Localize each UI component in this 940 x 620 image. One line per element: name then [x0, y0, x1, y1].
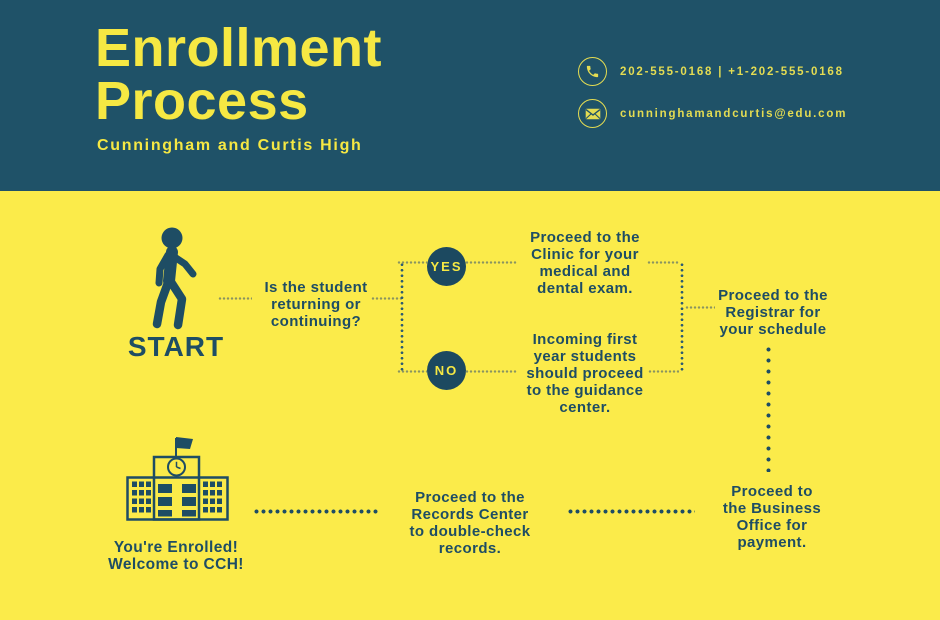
yes-label: YES [430, 259, 463, 274]
connector-clinic-merge [647, 261, 679, 264]
connector-no-guidance [465, 370, 517, 373]
business-step-text: Proceed to the Business Office for payme… [722, 483, 822, 551]
question-text: Is the student returning or continuing? [264, 279, 368, 330]
clinic-step-text: Proceed to the Clinic for your medical a… [530, 229, 640, 297]
phone-number: 202-555-0168 | +1-202-555-0168 [620, 65, 844, 78]
no-badge: NO [427, 351, 466, 390]
enrolled-label: You're Enrolled! Welcome to CCH! [108, 539, 244, 573]
connector-to-no [397, 370, 427, 373]
walking-person-icon [142, 227, 200, 330]
connector-registrar-business [766, 344, 771, 472]
phone-icon [578, 57, 607, 86]
records-step-text: Proceed to the Records Center to double-… [409, 489, 531, 557]
email-address: cunninghamandcurtis@edu.com [620, 107, 848, 120]
connector-records-enrolled [253, 509, 380, 514]
school-building-icon [126, 436, 229, 521]
envelope-icon [578, 99, 607, 128]
guidance-step-text: Incoming first year students should proc… [526, 331, 644, 416]
connector-yes-clinic [465, 261, 517, 264]
start-label: START [127, 331, 225, 362]
connector-question-branch [371, 297, 402, 300]
registrar-step-text: Proceed to the Registrar for your schedu… [718, 287, 828, 338]
yes-badge: YES [427, 247, 466, 286]
connector-start-question [218, 297, 252, 300]
phone-row: 202-555-0168 | +1-202-555-0168 [578, 57, 844, 86]
connector-guidance-merge [648, 370, 679, 373]
no-label: NO [434, 363, 459, 378]
connector-branch-vertical-left [400, 262, 404, 373]
connector-to-yes [397, 261, 427, 264]
connector-branch-vertical-right [680, 262, 684, 373]
subtitle: Cunningham and Curtis High [97, 137, 363, 154]
connector-merge-registrar [685, 306, 715, 309]
page-title: Enrollment Process [95, 18, 383, 131]
connector-business-records [567, 509, 695, 514]
header: Enrollment Process Cunningham and Curtis… [0, 0, 940, 191]
email-row: cunninghamandcurtis@edu.com [578, 99, 847, 128]
